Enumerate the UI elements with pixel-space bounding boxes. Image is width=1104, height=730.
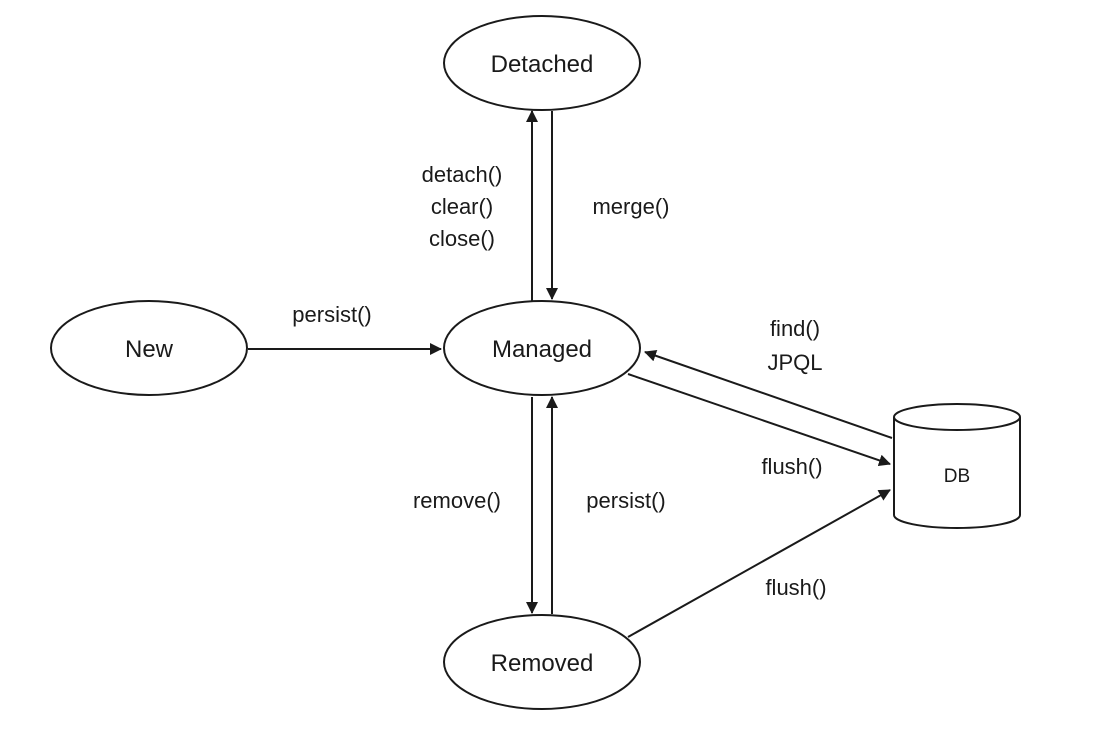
node-removed: Removed [443,614,641,710]
edge-label-persist-removed: persist() [586,488,665,513]
database-cylinder-icon [893,403,1021,529]
node-removed-label: Removed [491,650,594,677]
node-managed-label: Managed [492,336,592,363]
edge-label-close: close() [429,226,495,251]
edge-label-jpql: JPQL [767,350,822,375]
edge-label-flush-managed: flush() [761,454,822,479]
edge-managed-to-db [627,373,891,467]
node-detached: Detached [443,15,641,111]
edge-db-to-managed [644,349,893,439]
node-managed: Managed [443,300,641,396]
node-new-label: New [125,336,174,363]
node-detached-label: Detached [491,51,594,78]
edge-label-clear: clear() [431,194,493,219]
edge-label-merge: merge() [592,194,669,219]
edge-label-remove: remove() [413,488,501,513]
edge-label-flush-removed: flush() [765,575,826,600]
edge-removed-to-db [627,489,891,638]
node-new: New [50,300,248,396]
edge-label-find: find() [770,316,820,341]
node-db: DB [893,403,1021,529]
edge-label-detach: detach() [422,162,503,187]
node-db-label: DB [944,466,970,487]
edge-label-persist-new: persist() [292,302,371,327]
